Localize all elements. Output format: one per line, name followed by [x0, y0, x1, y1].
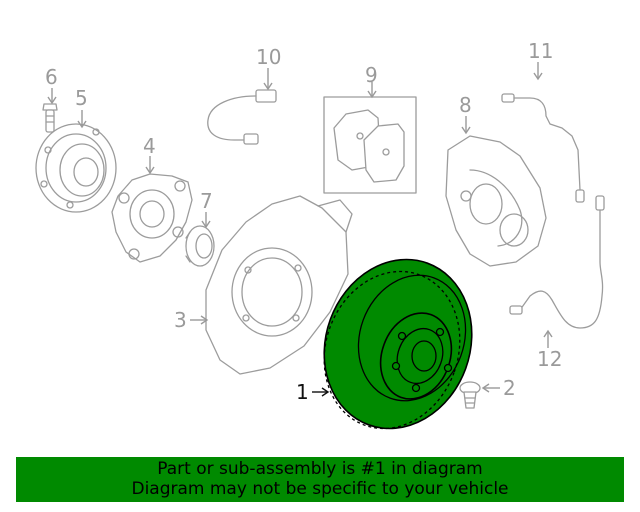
callout-7[interactable]: 7 [200, 189, 213, 213]
callout-11[interactable]: 11 [528, 39, 553, 63]
leader-4-arrow [145, 166, 155, 175]
callout-6[interactable]: 6 [45, 65, 58, 89]
leader-10-arrow [263, 82, 273, 91]
leader-5-arrow [77, 120, 87, 129]
callout-9[interactable]: 9 [365, 63, 378, 87]
callout-8[interactable]: 8 [459, 93, 472, 117]
part-12-wear-sensor[interactable] [509, 195, 605, 329]
leader-7-arrow [201, 220, 211, 229]
part-8-caliper[interactable] [445, 135, 547, 267]
part-5-wheel-hub[interactable] [35, 123, 117, 213]
part-9-brake-pads[interactable] [323, 96, 417, 194]
leader-11-arrow [533, 72, 543, 81]
callout-5[interactable]: 5 [75, 86, 88, 110]
leader-3-arrow [200, 315, 209, 325]
callout-12[interactable]: 12 [537, 347, 562, 371]
banner-line-disclaimer: Diagram may not be specific to your vehi… [131, 479, 509, 499]
leader-12-arrow [543, 329, 553, 338]
part-10-wear-sensor[interactable] [207, 89, 277, 145]
part-6-bolt[interactable] [42, 103, 58, 133]
callout-2[interactable]: 2 [503, 376, 516, 400]
banner-line-part-info: Part or sub-assembly is #1 in diagram [157, 459, 483, 479]
callout-3[interactable]: 3 [174, 308, 187, 332]
part-11-brake-line[interactable] [501, 93, 585, 203]
leader-6-arrow [47, 96, 57, 105]
info-banner: Part or sub-assembly is #1 in diagram Di… [16, 457, 624, 502]
callout-1[interactable]: 1 [296, 380, 309, 404]
part-4-wheel-carrier[interactable] [111, 173, 193, 263]
leader-9-arrow [367, 90, 377, 99]
leader-8-arrow [461, 126, 471, 135]
callout-4[interactable]: 4 [143, 134, 156, 158]
leader-2-arrow [481, 383, 490, 393]
part-1-brake-rotor[interactable] [301, 239, 495, 450]
part-7-nut[interactable] [185, 225, 215, 267]
part-2-screw[interactable] [459, 381, 481, 409]
callout-10[interactable]: 10 [256, 45, 281, 69]
leader-1-arrow [321, 387, 330, 397]
part-3-backing-plate[interactable] [205, 195, 353, 375]
